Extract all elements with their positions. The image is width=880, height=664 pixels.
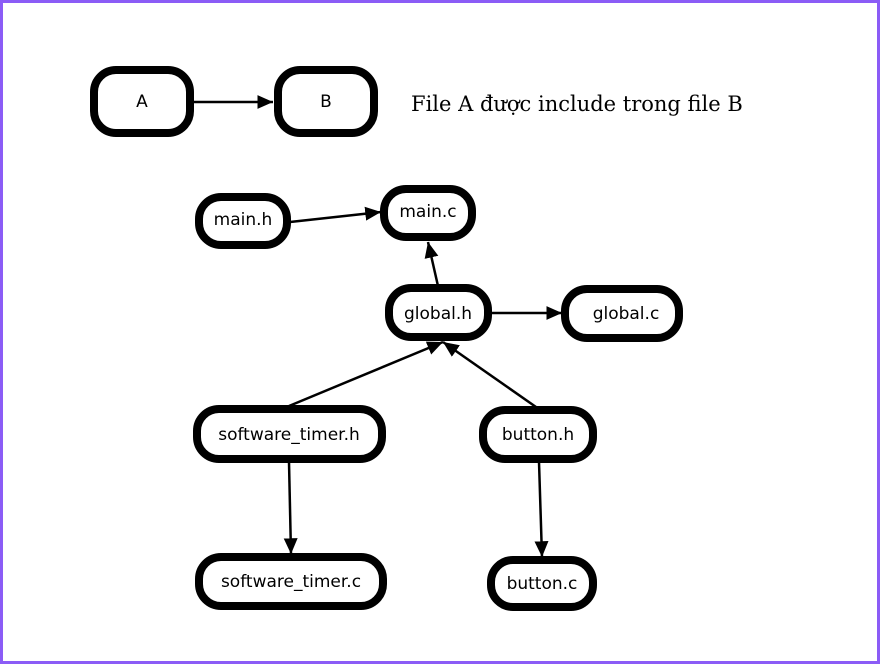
legend-node-b-label: B [320, 92, 332, 112]
node-button-c: button.c [487, 556, 597, 611]
legend-node-b: B [274, 66, 378, 137]
legend-caption: File A được include trong file B [411, 92, 743, 116]
edge-software-timer-h-to-software-timer-c [283, 461, 298, 555]
node-software-timer-c: software_timer.c [195, 553, 387, 610]
node-main-c-label: main.c [399, 202, 456, 222]
node-global-c-label: global.c [593, 304, 660, 324]
node-button-h: button.h [479, 406, 597, 463]
node-global-h: global.h [385, 284, 492, 341]
edge-software-timer-h-to-global-h [288, 340, 444, 408]
edge-button-h-to-global-h [442, 340, 537, 409]
node-software-timer-h-label: software_timer.h [218, 425, 360, 445]
edges [192, 95, 562, 558]
edge-global-h-to-main-c [424, 241, 440, 287]
node-main-h: main.h [195, 193, 291, 249]
node-software-timer-h: software_timer.h [193, 405, 386, 463]
node-global-c: global.c [561, 285, 683, 342]
node-software-timer-c-label: software_timer.c [221, 572, 361, 592]
node-button-c-label: button.c [507, 574, 578, 594]
edge-button-h-to-button-c [534, 461, 549, 558]
legend-node-a: A [90, 66, 194, 137]
legend-node-a-label: A [136, 92, 148, 112]
node-main-h-label: main.h [214, 210, 273, 230]
node-global-h-label: global.h [404, 304, 472, 324]
edge-main-h-to-main-c [289, 206, 382, 224]
node-button-h-label: button.h [502, 425, 574, 445]
node-main-c: main.c [380, 185, 476, 241]
